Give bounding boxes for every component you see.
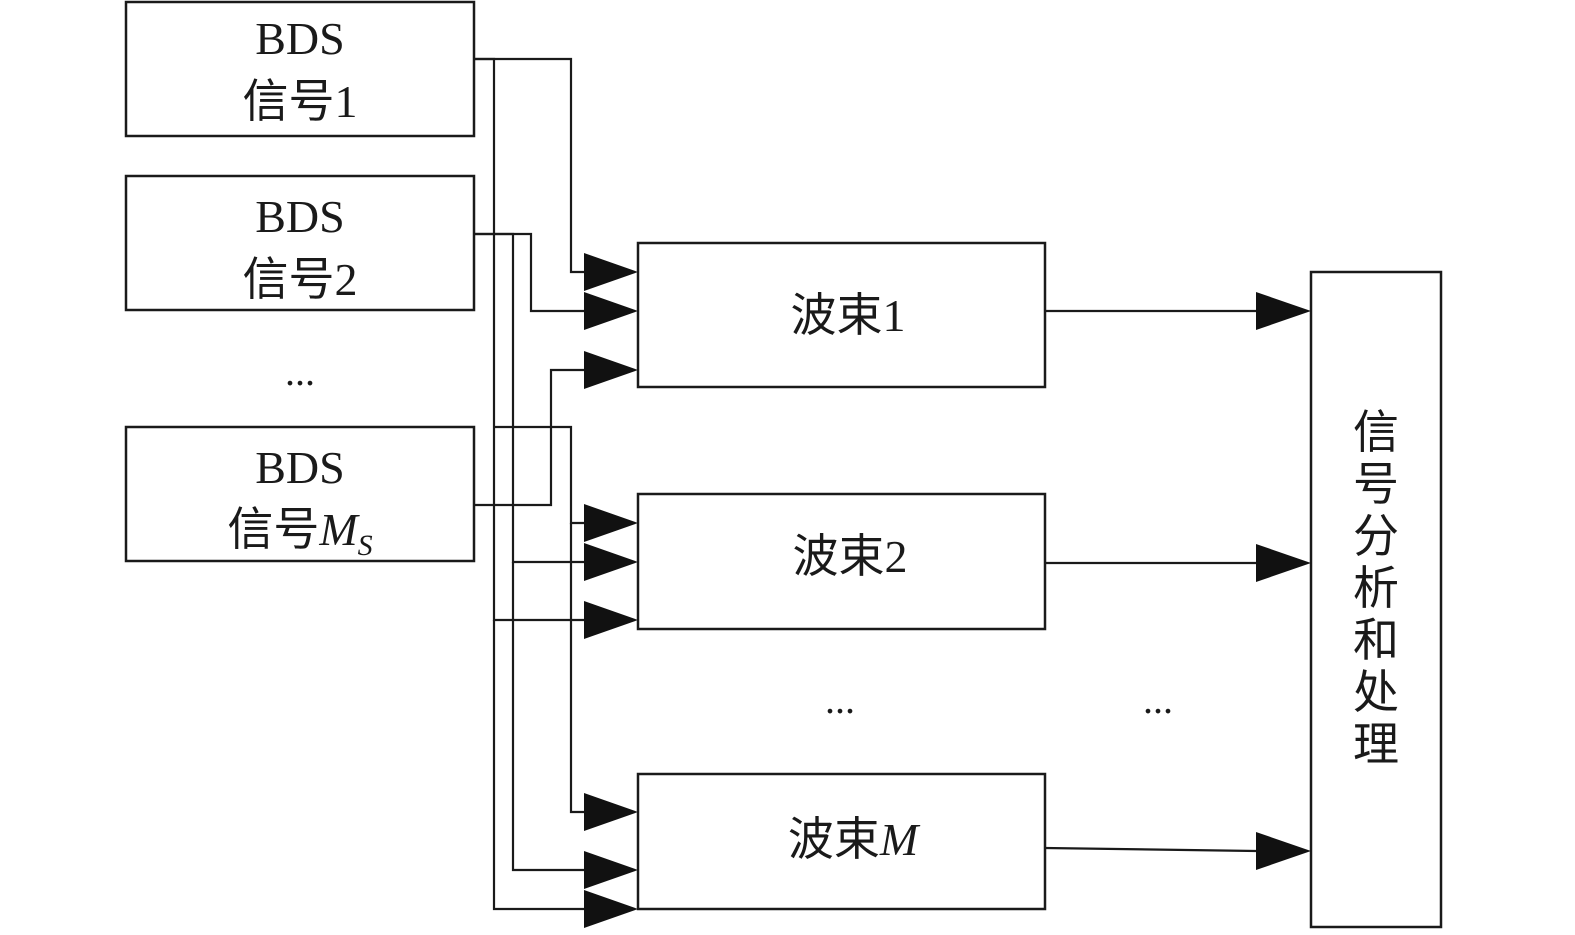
arrowhead <box>584 504 638 542</box>
processor-char: 信 <box>1353 407 1399 458</box>
beam-m-prefix: 波束 <box>788 814 880 865</box>
source-ellipsis: ... <box>285 349 315 394</box>
arrowhead <box>584 793 638 831</box>
beam-box-m: 波束M <box>636 772 1047 911</box>
connection-line <box>474 57 584 274</box>
beam-2-label: 波束2 <box>793 531 908 582</box>
arrowhead <box>584 253 638 291</box>
source-1-line2: 信号1 <box>243 76 358 127</box>
connection-line <box>474 368 584 507</box>
beam-m-var: M <box>879 814 921 865</box>
source-box-2: BDS 信号2 <box>124 174 476 312</box>
arrowhead <box>584 890 638 928</box>
processor-char: 理 <box>1353 719 1399 770</box>
arrowhead <box>584 601 638 639</box>
arrowhead <box>584 543 638 581</box>
source-box-ms: BDS 信号MS <box>124 425 476 563</box>
connection-line <box>494 425 584 525</box>
beam-box-1: 波束1 <box>636 241 1047 389</box>
arrowhead <box>1256 292 1311 330</box>
connection-line <box>511 562 584 872</box>
source-ms-line2: 信号MS <box>227 504 372 562</box>
beam-ellipsis: ... <box>825 677 855 722</box>
connection-line <box>474 57 584 622</box>
source-1-line1: BDS <box>255 13 344 64</box>
connection-wires <box>474 57 1257 911</box>
processor-char: 析 <box>1353 563 1399 614</box>
connection-line <box>492 620 584 911</box>
source-ms-sub: S <box>358 529 373 562</box>
beam-m-label: 波束M <box>788 814 921 865</box>
connection-line <box>569 523 584 814</box>
source-2-line2: 信号2 <box>243 254 358 305</box>
arrowhead <box>1256 544 1311 582</box>
arrowhead <box>584 851 638 889</box>
output-ellipsis: ... <box>1143 677 1173 722</box>
beam-box-2: 波束2 <box>636 492 1047 631</box>
connection-line <box>474 232 584 313</box>
processor-char: 分 <box>1353 511 1399 562</box>
beam-1-label: 波束1 <box>791 290 906 341</box>
source-2-line1: BDS <box>255 191 344 242</box>
connection-line <box>1044 846 1257 853</box>
processor-char: 处 <box>1353 667 1399 718</box>
arrowhead <box>584 351 638 389</box>
processor-char: 号 <box>1353 459 1399 510</box>
source-ms-line1: BDS <box>255 442 344 493</box>
arrowhead <box>584 292 638 330</box>
source-ms-var: M <box>318 504 360 555</box>
processor-char: 和 <box>1353 615 1399 666</box>
arrowheads <box>584 253 1311 928</box>
arrowhead <box>1256 832 1311 870</box>
connection-line <box>474 232 584 564</box>
source-ms-prefix: 信号 <box>227 504 319 555</box>
source-box-1: BDS 信号1 <box>124 0 476 138</box>
